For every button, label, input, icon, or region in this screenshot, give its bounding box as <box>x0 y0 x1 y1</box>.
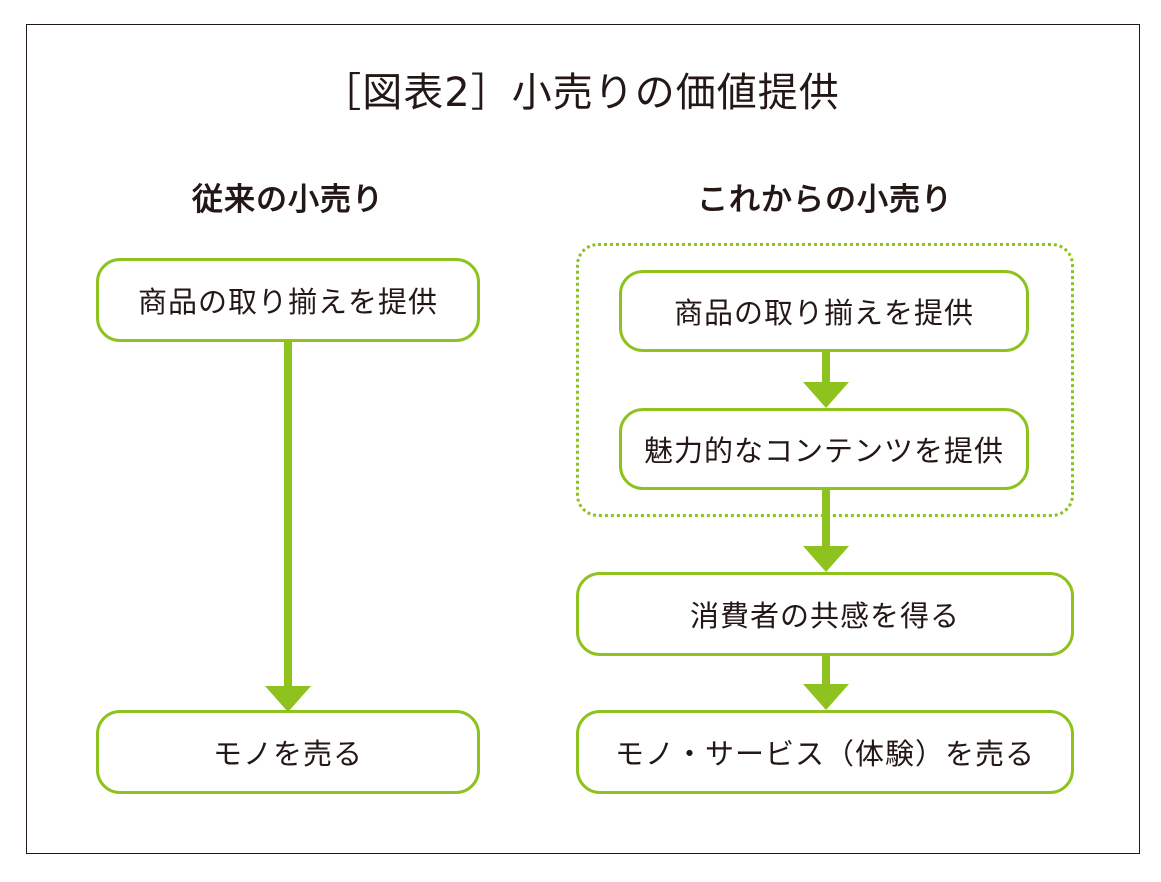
right-arrow-line-1 <box>822 352 830 384</box>
left-arrow-line <box>284 342 292 688</box>
right-column-heading: これからの小売り <box>697 182 953 218</box>
left-box-sell-goods: モノを売る <box>96 710 480 794</box>
right-arrow-line-3 <box>822 656 830 686</box>
right-arrow-head-1 <box>803 382 849 408</box>
figure-frame <box>26 24 1140 854</box>
left-box-product-assortment: 商品の取り揃えを提供 <box>96 258 480 342</box>
right-box-product-assortment: 商品の取り揃えを提供 <box>619 270 1029 352</box>
right-arrow-line-2 <box>822 490 830 546</box>
right-arrow-head-3 <box>803 684 849 710</box>
right-box-consumer-empathy: 消費者の共感を得る <box>576 572 1074 656</box>
right-arrow-head-2 <box>803 546 849 572</box>
figure-title: ［図表2］小売りの価値提供 <box>321 70 840 116</box>
right-box-attractive-content: 魅力的なコンテンツを提供 <box>619 408 1029 490</box>
left-column-heading: 従来の小売り <box>192 182 384 218</box>
right-box-sell-goods-services: モノ・サービス（体験）を売る <box>576 710 1074 794</box>
left-arrow-head <box>265 686 311 712</box>
